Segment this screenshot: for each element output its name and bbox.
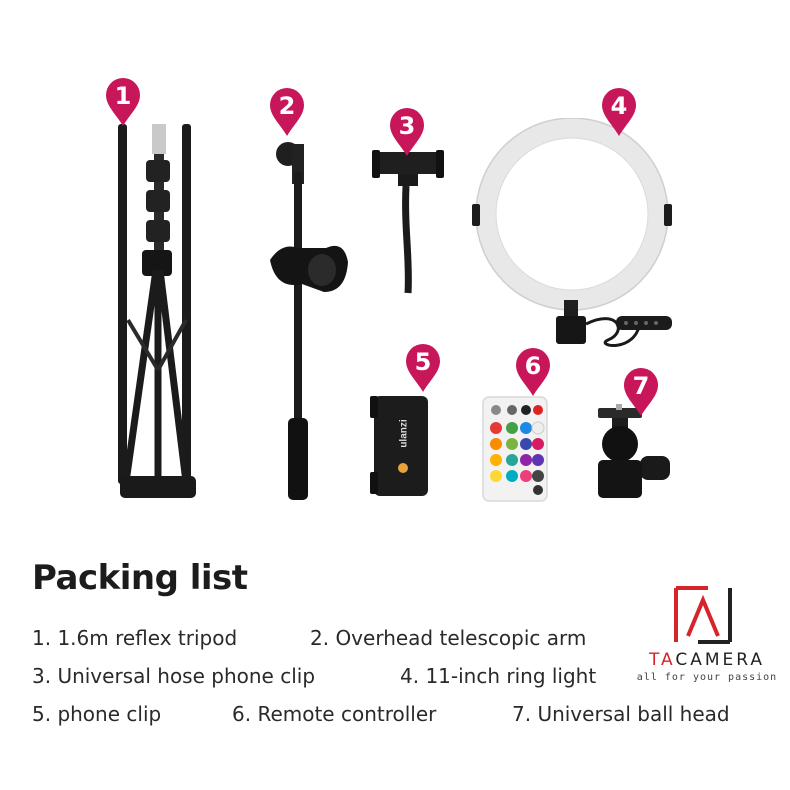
phone-clip-image: ulanzi bbox=[370, 394, 432, 498]
marker-pin-4: 4 bbox=[600, 86, 638, 138]
ring-light-image bbox=[472, 118, 672, 347]
packing-item-5: 5. phone clip bbox=[32, 702, 162, 726]
marker-pin-5: 5 bbox=[404, 342, 442, 394]
packing-item-3: 3. Universal hose phone clip bbox=[32, 664, 316, 688]
hose-phone-clip-image bbox=[372, 150, 444, 294]
logo-tagline: all for your passion bbox=[636, 672, 778, 683]
marker-pin-6: 6 bbox=[514, 346, 552, 398]
marker-pin-1: 1 bbox=[104, 76, 142, 128]
packing-list-heading: Packing list bbox=[32, 558, 248, 598]
logo-wordmark: TACAMERA bbox=[648, 650, 766, 670]
telescopic-arm-image bbox=[270, 142, 348, 500]
marker-pin-2: 2 bbox=[268, 86, 306, 138]
marker-pin-3: 3 bbox=[388, 106, 426, 158]
tripod-image bbox=[118, 124, 196, 498]
tacamera-logo: TACAMERA all for your passion bbox=[632, 582, 782, 692]
packing-item-7: 7. Universal ball head bbox=[512, 702, 730, 726]
packing-item-1: 1. 1.6m reflex tripod bbox=[32, 626, 238, 650]
packing-item-4: 4. 11-inch ring light bbox=[400, 664, 597, 688]
product-gallery: ulanzi 1 bbox=[104, 76, 672, 502]
ulanzi-brand-label: ulanzi bbox=[398, 419, 410, 448]
tacamera-logo-mark bbox=[674, 586, 732, 644]
marker-pin-7: 7 bbox=[622, 366, 660, 418]
remote-controller-image bbox=[482, 396, 548, 502]
packing-item-6: 6. Remote controller bbox=[232, 702, 437, 726]
packing-item-2: 2. Overhead telescopic arm bbox=[310, 626, 587, 650]
ball-head-image bbox=[598, 404, 670, 498]
